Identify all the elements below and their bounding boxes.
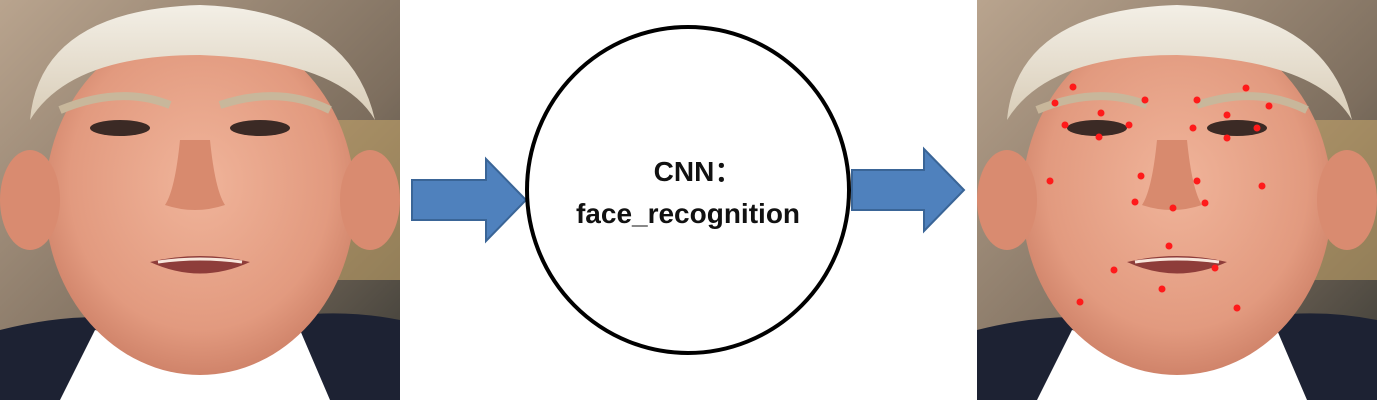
landmark-point	[1141, 96, 1149, 104]
landmark-point	[1069, 83, 1077, 91]
cnn-model-node	[525, 25, 851, 355]
landmark-point	[1223, 111, 1231, 119]
landmark-point	[1165, 242, 1173, 250]
face-photo-with-landmarks-icon	[977, 0, 1377, 400]
output-face-photo	[977, 0, 1377, 400]
landmark-point	[1076, 298, 1084, 306]
right-arrow-icon	[411, 156, 528, 244]
landmark-point	[1253, 124, 1261, 132]
landmark-point	[1211, 264, 1219, 272]
landmark-point	[1193, 96, 1201, 104]
landmark-point	[1137, 172, 1145, 180]
landmark-point	[1189, 124, 1197, 132]
cnn-node-label: CNN： face_recognition	[524, 24, 852, 356]
landmark-point	[1051, 99, 1059, 107]
landmark-point	[1110, 266, 1118, 274]
landmark-point	[1258, 182, 1266, 190]
landmark-point	[1131, 198, 1139, 206]
landmark-point	[1233, 304, 1241, 312]
landmark-point	[1061, 121, 1069, 129]
input-face-photo	[0, 0, 400, 400]
face-photo-icon	[0, 0, 400, 400]
node-subtitle: face_recognition	[575, 198, 801, 229]
landmark-points	[1046, 83, 1273, 312]
landmark-point	[1242, 84, 1250, 92]
landmark-point	[1158, 285, 1166, 293]
landmark-point	[1223, 134, 1231, 142]
landmark-point	[1125, 121, 1133, 129]
landmark-point	[1097, 109, 1105, 117]
landmark-point	[1095, 133, 1103, 141]
right-arrow-icon	[851, 146, 966, 234]
landmark-point	[1265, 102, 1273, 110]
landmark-point	[1193, 177, 1201, 185]
landmark-point	[1169, 204, 1177, 212]
landmark-point	[1201, 199, 1209, 207]
landmark-point	[1046, 177, 1054, 185]
node-title: CNN：	[653, 156, 743, 187]
